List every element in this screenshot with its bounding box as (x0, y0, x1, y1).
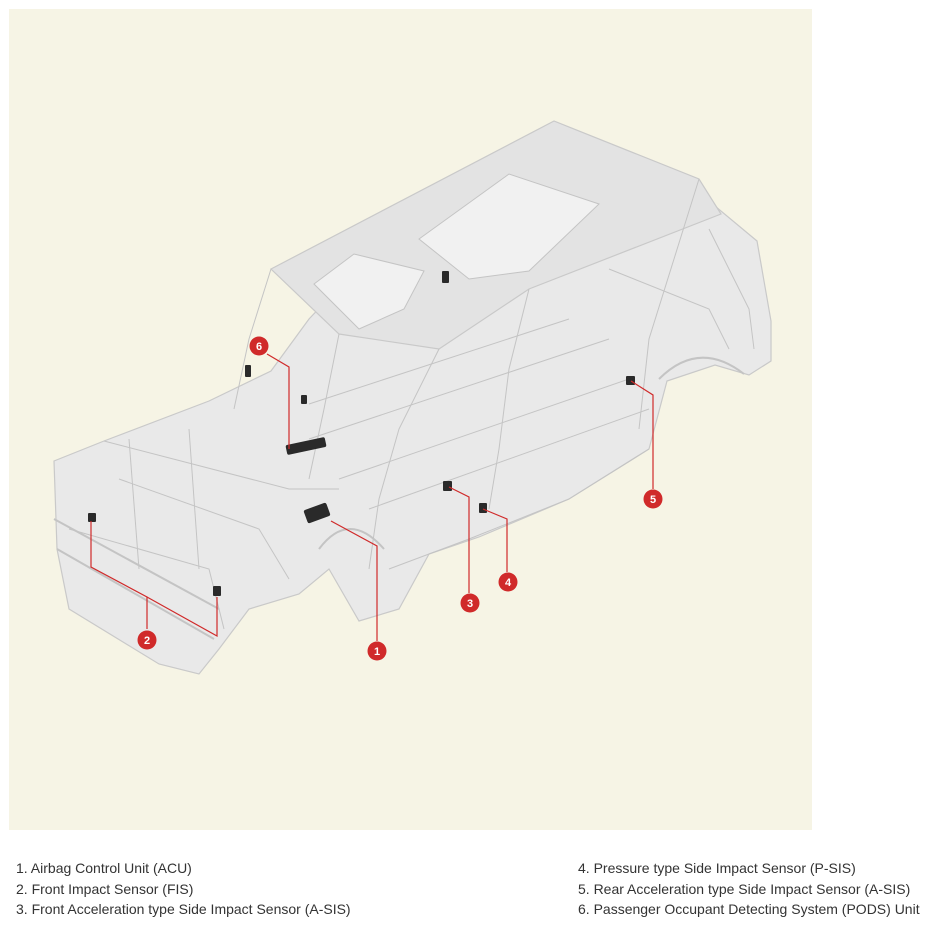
legend-item-rear-a-sis: 5. Rear Acceleration type Side Impact Se… (578, 880, 911, 897)
legend-item-acu: 1. Airbag Control Unit (ACU) (16, 860, 192, 876)
leader-1 (330, 520, 378, 641)
legend-item-p-sis: 4. Pressure type Side Impact Sensor (P-S… (578, 860, 856, 876)
callout-marker-6: 6 (249, 336, 269, 356)
svg-text:5: 5 (650, 494, 656, 506)
callout-marker-3: 3 (460, 593, 480, 613)
legend-item-fis: 2. Front Impact Sensor (FIS) (16, 880, 194, 897)
car-body-details (53, 173, 755, 640)
sensor-components (88, 271, 635, 596)
svg-text:2: 2 (144, 635, 150, 647)
svg-text:6: 6 (256, 341, 262, 353)
fis-right-mark (213, 586, 221, 596)
p-sis-mark (479, 503, 487, 513)
pods-sensor-mark (301, 395, 307, 404)
legend-right-column: 4. Pressure type Side Impact Sensor (P-S… (578, 858, 920, 920)
callout-marker-1: 1 (367, 641, 387, 661)
legend-item-front-a-sis: 3. Front Acceleration type Side Impact S… (16, 901, 351, 917)
leader-2 (90, 521, 148, 629)
svg-text:4: 4 (505, 577, 512, 589)
leader-3 (448, 486, 470, 593)
legend-left-column: 1. Airbag Control Unit (ACU) 2. Front Im… (16, 858, 351, 920)
leader-4 (482, 508, 508, 572)
acu-unit-mark (303, 502, 331, 524)
svg-text:3: 3 (467, 598, 473, 610)
front-a-sis-mark (443, 481, 452, 491)
leader-5 (630, 380, 654, 489)
seat-sensor-mark (245, 365, 251, 377)
callout-leaders (90, 353, 654, 641)
leader-2b (146, 596, 218, 638)
roof-sensor-mark (442, 271, 449, 283)
rear-a-sis-mark (626, 376, 635, 385)
vehicle-body-diagram: 1 2 3 4 5 6 (53, 120, 772, 675)
car-body-frame (53, 120, 772, 675)
callout-marker-4: 4 (498, 572, 518, 592)
legend-item-pods: 6. Passenger Occupant Detecting System (… (578, 901, 920, 917)
leader-6 (266, 353, 290, 449)
pods-unit-mark (285, 437, 327, 455)
fis-left-mark (88, 513, 96, 522)
vehicle-diagram-panel: 1 2 3 4 5 6 (9, 9, 812, 830)
callout-marker-2: 2 (137, 630, 157, 650)
callout-marker-5: 5 (643, 489, 663, 509)
svg-text:1: 1 (374, 646, 380, 658)
